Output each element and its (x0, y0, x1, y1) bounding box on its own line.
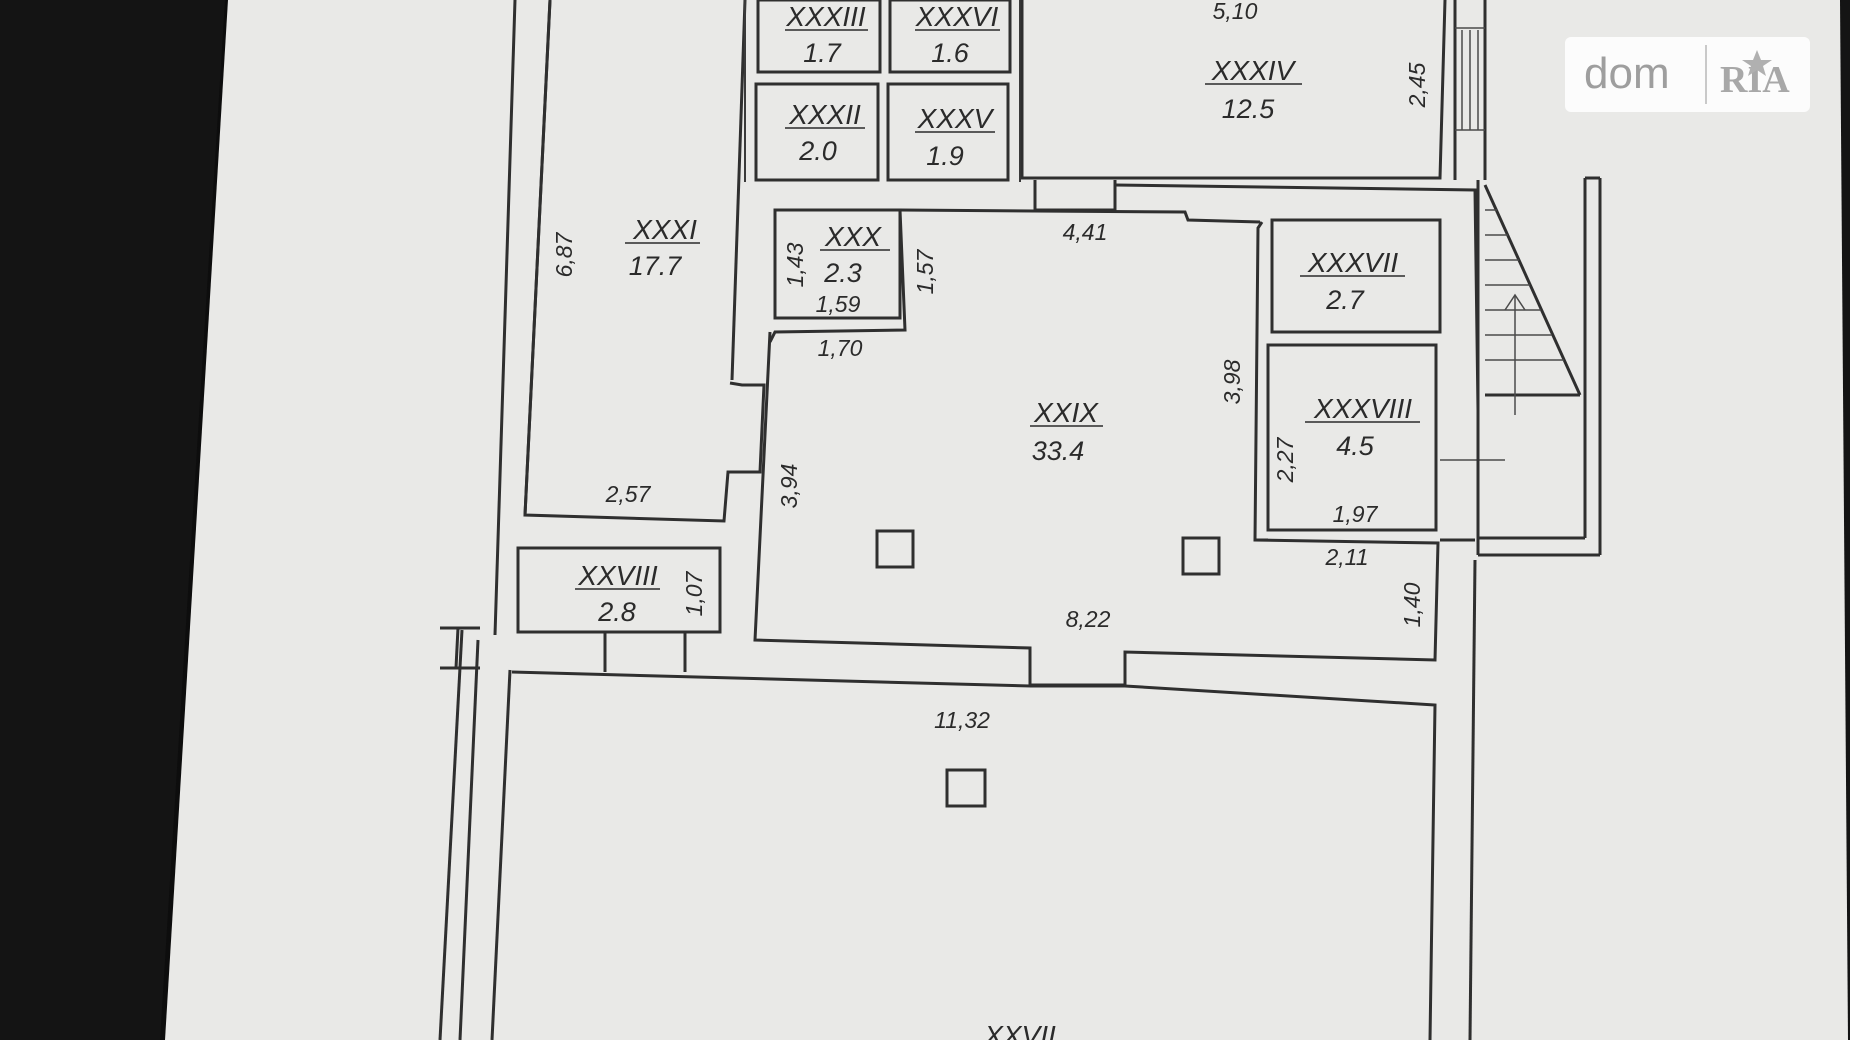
svg-text:17.7: 17.7 (629, 251, 683, 281)
svg-text:dom: dom (1584, 49, 1670, 98)
room-label-xxxvi: XXXVI 1.6 (915, 1, 1000, 68)
svg-text:XXXV: XXXV (917, 103, 995, 134)
room-label-xxx: XXX 2.3 (820, 221, 890, 288)
room-xxviii-walls (516, 546, 722, 672)
dim-398: 3,98 (1219, 359, 1245, 404)
svg-text:1.9: 1.9 (926, 141, 964, 171)
room-label-xxvii: XXVII (983, 1020, 1056, 1040)
svg-text:2.0: 2.0 (798, 136, 837, 166)
svg-text:XXXII: XXXII (788, 99, 861, 130)
room-xxxvii-walls (1270, 218, 1442, 334)
room-label-xxxii: XXXII 2.0 (785, 99, 865, 166)
svg-text:XXXIII: XXXIII (785, 1, 866, 32)
dim-107: 1,07 (681, 570, 707, 616)
room-label-xxxvii: XXXVII 2.7 (1300, 247, 1405, 315)
room-xxvii-walls (511, 538, 1477, 1040)
dim-211: 2,11 (1324, 544, 1368, 570)
room-xxxiv-walls (1020, 0, 1487, 180)
paper-sheet (165, 0, 1848, 1040)
dim-227: 2,27 (1272, 436, 1298, 483)
room-label-xxxiii: XXXIII 1.7 (785, 1, 868, 68)
closets-top (744, 0, 1021, 182)
staircase (1476, 176, 1602, 557)
svg-text:XXXVI: XXXVI (915, 1, 999, 32)
room-xxxviii-walls (1266, 343, 1505, 532)
dim-159: 1,59 (816, 291, 861, 317)
room-label-xxxiv: XXXIV 12.5 (1205, 55, 1302, 124)
svg-text:XXIX: XXIX (1033, 397, 1099, 428)
svg-text:XXXVIII: XXXVIII (1313, 393, 1412, 424)
svg-text:4.5: 4.5 (1336, 431, 1375, 461)
svg-text:XXXI: XXXI (632, 214, 697, 245)
room-label-xxxviii: XXXVIII 4.5 (1305, 393, 1420, 461)
dim-687: 6,87 (551, 231, 577, 277)
column-2 (1181, 536, 1221, 576)
svg-text:XXXVII: XXXVII (1307, 247, 1398, 278)
dim-170: 1,70 (818, 335, 863, 361)
svg-text:XXXIV: XXXIV (1211, 55, 1297, 86)
column-3 (945, 768, 987, 808)
svg-text:1.6: 1.6 (931, 38, 970, 68)
svg-text:XXX: XXX (824, 221, 882, 252)
dom-ria-watermark: dom RIA (1565, 37, 1810, 112)
dim-822: 8,22 (1066, 606, 1111, 632)
dim-245: 2,45 (1404, 62, 1430, 108)
dim-157: 1,57 (912, 248, 938, 294)
svg-text:33.4: 33.4 (1032, 436, 1085, 466)
dim-140: 1,40 (1399, 582, 1425, 627)
room-label-xxix: XXIX 33.4 (1030, 397, 1103, 466)
svg-text:XXVII: XXVII (983, 1020, 1056, 1040)
dim-1132: 11,32 (934, 707, 990, 733)
svg-text:XXVIII: XXVIII (577, 560, 658, 591)
svg-text:2.8: 2.8 (597, 597, 636, 627)
svg-text:1.7: 1.7 (803, 38, 842, 68)
dim-394: 3,94 (776, 464, 802, 509)
room-xxxi-walls (523, 0, 766, 523)
svg-text:2.3: 2.3 (823, 258, 862, 288)
dim-257: 2,57 (605, 481, 652, 507)
dim-510: 5,10 (1213, 0, 1258, 24)
room-label-xxxi: XXXI 17.7 (625, 214, 700, 281)
star-icon (1742, 50, 1772, 76)
dim-197: 1,97 (1333, 501, 1379, 527)
room-xxix-walls (753, 221, 1440, 687)
room-xxx-walls (768, 208, 907, 343)
dim-441: 4,41 (1063, 219, 1108, 245)
svg-text:12.5: 12.5 (1222, 94, 1276, 124)
dim-143: 1,43 (782, 242, 808, 287)
room-label-xxxv: XXXV 1.9 (915, 103, 995, 171)
room-label-xxviii: XXVIII 2.8 (575, 560, 660, 627)
column-1 (875, 529, 915, 569)
svg-text:2.7: 2.7 (1325, 285, 1365, 315)
